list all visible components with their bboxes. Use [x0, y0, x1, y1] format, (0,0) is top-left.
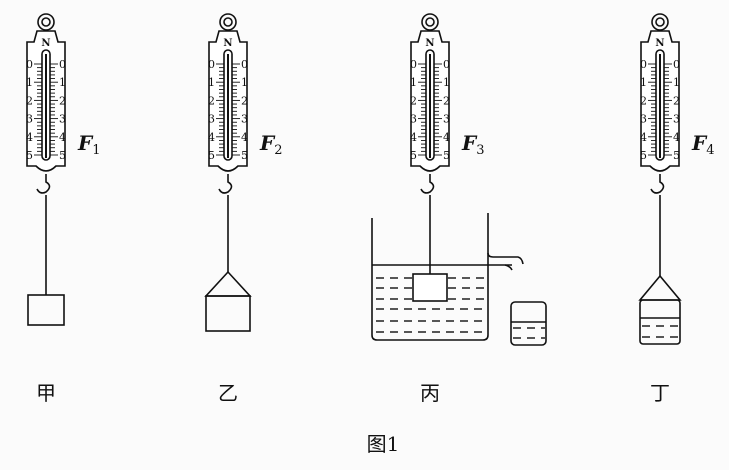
north-letter: N [41, 38, 50, 49]
north-letter: N [223, 38, 232, 49]
scale-mark-right: 2 [673, 94, 680, 107]
scale-mark-right: 3 [443, 113, 450, 126]
ring-icon [37, 13, 55, 31]
scale-mark-left: 0 [26, 58, 33, 71]
scale-mark-right: 4 [443, 131, 450, 144]
scale-mark-left: 0 [208, 58, 215, 71]
scale-mark-left: 5 [26, 149, 33, 162]
scale-mark-right: 3 [673, 113, 680, 126]
panel-1: N0 0 1 1 2 2 3 3 4 4 5 5 F1 甲 [26, 13, 100, 405]
scale-mark-left: 4 [208, 131, 215, 144]
force-subscript: 2 [274, 143, 282, 158]
scale-mark-right: 1 [241, 76, 248, 89]
ring-inner [655, 17, 665, 27]
block [27, 294, 65, 326]
scale-mark-right: 1 [443, 76, 450, 89]
scale-mark-right: 5 [673, 149, 680, 162]
scale-mark-left: 1 [26, 76, 33, 89]
panel-label: 甲 [36, 381, 56, 405]
scale-mark-right: 4 [673, 131, 680, 144]
cone-top [204, 270, 252, 297]
panel-label: 乙 [218, 381, 238, 405]
figure-caption: 图1 [367, 432, 400, 456]
force-label: F2 [259, 131, 282, 158]
force-subscript: 4 [706, 143, 714, 158]
ring-inner [41, 17, 51, 27]
scale-mark-right: 1 [673, 76, 680, 89]
scale-mark-left: 3 [410, 113, 417, 126]
ring-inner [425, 17, 435, 27]
scale-mark-right: 2 [241, 94, 248, 107]
hook-icon [218, 174, 233, 194]
scale-mark-right: 3 [59, 113, 66, 126]
ring-icon [421, 13, 439, 31]
north-letter: N [655, 38, 664, 49]
scale-mark-left: 3 [640, 113, 647, 126]
scale-mark-right: 3 [241, 113, 248, 126]
north-letter: N [425, 38, 434, 49]
scale-mark-left: 2 [410, 94, 417, 107]
scale-mark-left: 2 [208, 94, 215, 107]
scale-mark-left: 4 [410, 131, 417, 144]
scale-mark-right: 2 [443, 94, 450, 107]
overflow-beaker [371, 213, 489, 341]
scale-mark-right: 0 [59, 58, 66, 71]
scale-mark-left: 2 [26, 94, 33, 107]
scale-mark-left: 5 [410, 149, 417, 162]
hook-icon [650, 174, 665, 194]
panel-3: N0 0 1 1 2 2 3 3 4 4 5 5 F3 丙 [371, 13, 547, 405]
scale-mark-left: 1 [208, 76, 215, 89]
scale-mark-right: 5 [241, 149, 248, 162]
scale-mark-left: 0 [410, 58, 417, 71]
scale-mark-right: 5 [443, 149, 450, 162]
panel-4: N0 0 1 1 2 2 3 3 4 4 5 5 F4 丁 [638, 13, 714, 405]
panel-label: 丙 [420, 381, 440, 405]
spout [487, 252, 524, 265]
catch-beaker [510, 301, 547, 346]
scale-mark-right: 4 [241, 131, 248, 144]
cone-top [638, 274, 682, 301]
force-subscript: 3 [476, 143, 484, 158]
scale-mark-right: 0 [443, 58, 450, 71]
scale-mark-right: 0 [673, 58, 680, 71]
ring-icon [651, 13, 669, 31]
scale-mark-left: 4 [640, 131, 647, 144]
scale-mark-right: 4 [59, 131, 66, 144]
scale-mark-left: 0 [640, 58, 647, 71]
scale-mark-left: 1 [410, 76, 417, 89]
force-label: F1 [77, 131, 100, 158]
small-bucket [205, 295, 251, 332]
force-label: F4 [691, 131, 714, 158]
scale-mark-right: 0 [241, 58, 248, 71]
scale-mark-left: 2 [640, 94, 647, 107]
scale-mark-left: 3 [208, 113, 215, 126]
force-subscript: 1 [92, 143, 100, 158]
scale-mark-left: 5 [208, 149, 215, 162]
scale-mark-left: 3 [26, 113, 33, 126]
scale-mark-left: 1 [640, 76, 647, 89]
scale-mark-left: 5 [640, 149, 647, 162]
panel-2: N0 0 1 1 2 2 3 3 4 4 5 5 F2 乙 [204, 13, 282, 405]
spout-lip [504, 264, 513, 271]
ring-inner [223, 17, 233, 27]
submerged-block [412, 273, 448, 302]
scale-mark-right: 5 [59, 149, 66, 162]
hook-icon [36, 174, 51, 194]
bucket-with-water [639, 299, 681, 345]
ring-icon [219, 13, 237, 31]
force-label: F3 [461, 131, 484, 158]
scale-mark-right: 2 [59, 94, 66, 107]
scale-mark-right: 1 [59, 76, 66, 89]
scale-mark-left: 4 [26, 131, 33, 144]
panel-label: 丁 [650, 381, 670, 405]
hook-icon [420, 174, 435, 194]
